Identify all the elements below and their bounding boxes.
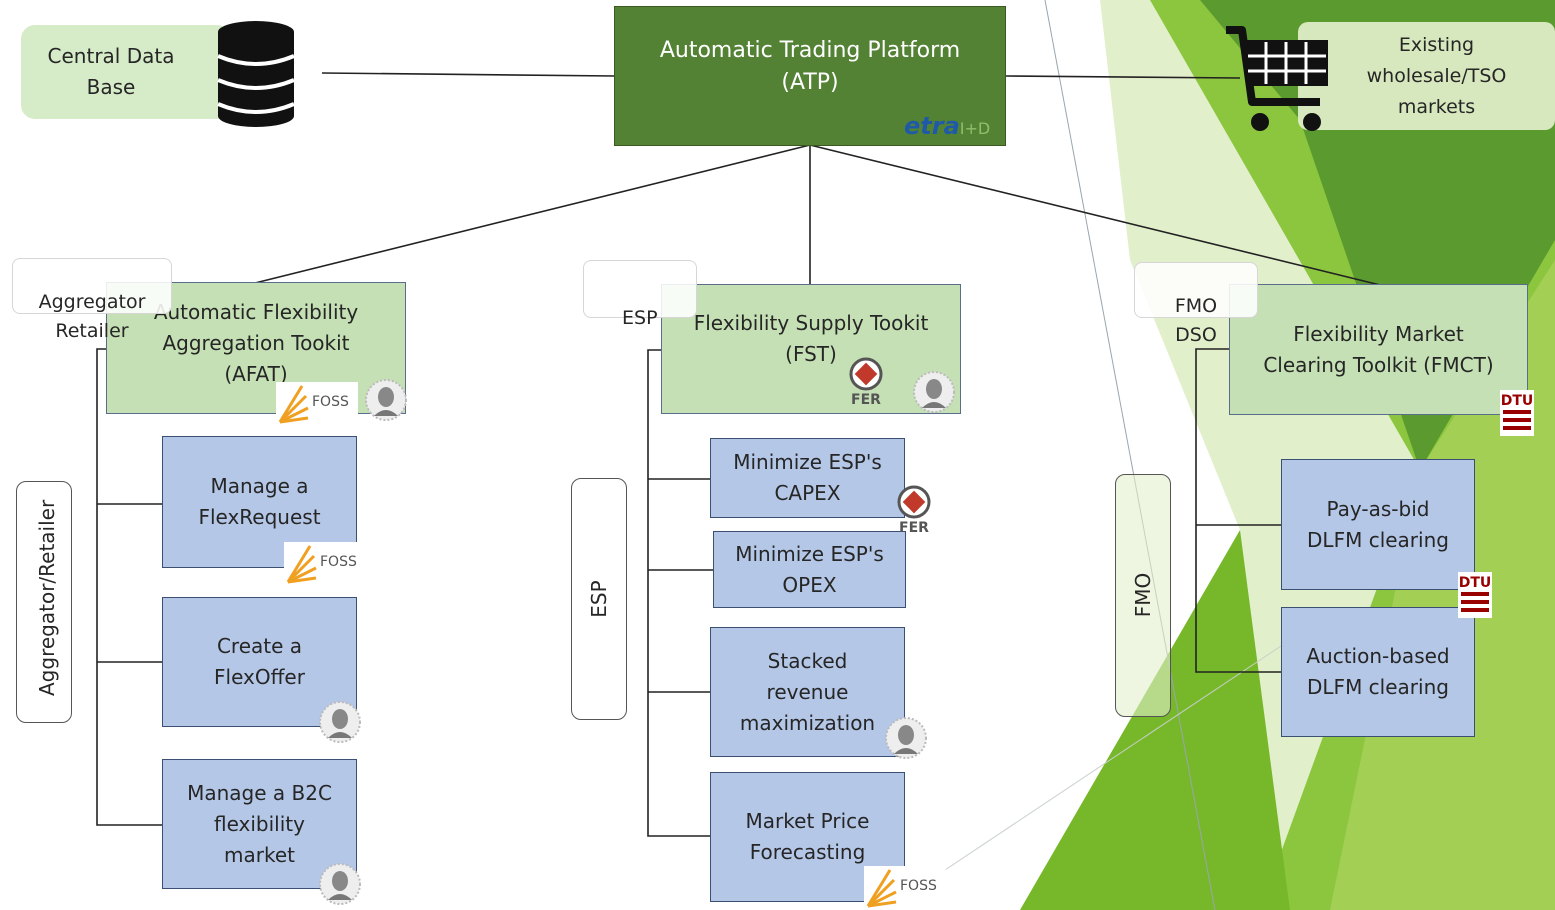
task-manage-b2c-market-label: Manage a B2C flexibility market bbox=[187, 780, 332, 867]
svg-text:FOSS: FOSS bbox=[900, 878, 937, 894]
task-minimize-opex-label: Minimize ESP's OPEX bbox=[735, 541, 884, 597]
svg-text:FER: FER bbox=[851, 392, 881, 406]
task-minimize-opex: Minimize ESP's OPEX bbox=[713, 531, 906, 608]
task-market-price-forecasting-label: Market Price Forecasting bbox=[745, 809, 870, 864]
afat-role-tag-label: Aggregator Retailer bbox=[38, 291, 146, 342]
central-database-box: Central Data Base bbox=[21, 25, 231, 119]
atp-label: Automatic Trading Platform (ATP) bbox=[659, 38, 961, 95]
task-stacked-revenue-label: Stacked revenue maximization bbox=[739, 648, 876, 735]
fmct-role-tag-label: FMO DSO bbox=[1174, 295, 1218, 346]
task-pay-as-bid-label: Pay-as-bid DLFM clearing bbox=[1307, 496, 1449, 552]
markets-label: Existing wholesale/TSO markets bbox=[1366, 33, 1507, 118]
svg-text:FOSS: FOSS bbox=[320, 554, 357, 570]
task-manage-b2c-market: Manage a B2C flexibility market bbox=[162, 759, 357, 889]
task-create-flexoffer-label: Create a FlexOffer bbox=[214, 634, 305, 689]
task-stacked-revenue: Stacked revenue maximization bbox=[710, 627, 905, 757]
fmct-toolkit-label: Flexibility Market Clearing Toolkit (FMC… bbox=[1263, 321, 1494, 377]
fmct-toolkit-box: Flexibility Market Clearing Toolkit (FMC… bbox=[1229, 284, 1528, 415]
fst-role-tag-label: ESP bbox=[622, 307, 658, 329]
bg-thin-line bbox=[1044, 0, 1216, 910]
foss-logo: FOSS bbox=[864, 866, 946, 910]
aggregator-side-pill bbox=[16, 481, 72, 723]
university-seal-icon bbox=[885, 717, 927, 759]
university-seal-icon bbox=[319, 701, 361, 743]
etra-logo-main: etra bbox=[904, 112, 960, 140]
fmct-role-tag: FMO DSO bbox=[1134, 262, 1258, 346]
fer-logo: FER bbox=[849, 357, 883, 406]
university-seal-icon bbox=[319, 863, 361, 905]
esp-side-pill bbox=[571, 478, 627, 720]
svg-text:DTU: DTU bbox=[1459, 575, 1492, 591]
etra-logo: etraI+D bbox=[904, 112, 990, 140]
central-database-label: Central Data Base bbox=[47, 44, 175, 99]
task-minimize-capex: Minimize ESP's CAPEX bbox=[710, 438, 905, 518]
task-pay-as-bid: Pay-as-bid DLFM clearing bbox=[1281, 459, 1475, 590]
svg-text:DTU: DTU bbox=[1501, 393, 1534, 409]
task-auction-based-label: Auction-based DLFM clearing bbox=[1306, 644, 1450, 699]
university-seal-icon bbox=[365, 379, 407, 421]
afat-role-tag: Aggregator Retailer bbox=[12, 258, 172, 342]
fst-toolkit-box: Flexibility Supply Tookit (FST) bbox=[661, 284, 961, 414]
markets-box: Existing wholesale/TSO markets bbox=[1298, 22, 1555, 130]
fer-logo: FER bbox=[897, 485, 931, 534]
atp-root-box: Automatic Trading Platform (ATP) bbox=[614, 6, 1006, 146]
svg-text:FOSS: FOSS bbox=[312, 394, 349, 410]
database-icon bbox=[217, 21, 295, 127]
task-auction-based: Auction-based DLFM clearing bbox=[1281, 607, 1475, 737]
dtu-logo: DTU bbox=[1500, 390, 1534, 436]
fst-toolkit-label: Flexibility Supply Tookit (FST) bbox=[693, 311, 929, 366]
connector-lines bbox=[96, 72, 1381, 837]
task-manage-flexrequest-label: Manage a FlexRequest bbox=[198, 474, 321, 529]
university-seal-icon bbox=[913, 371, 955, 413]
bg-thin-line-2 bbox=[929, 639, 1291, 881]
dtu-logo: DTU bbox=[1458, 572, 1492, 618]
fmo-side-pill bbox=[1115, 474, 1171, 717]
task-minimize-capex-label: Minimize ESP's CAPEX bbox=[733, 450, 882, 505]
shopping-cart-icon bbox=[1226, 26, 1328, 131]
aggregator-side-label: Aggregator/Retailer bbox=[35, 499, 59, 696]
afat-toolkit-label: Automatic Flexibility Aggregation Tookit… bbox=[153, 299, 359, 386]
task-create-flexoffer: Create a FlexOffer bbox=[162, 597, 357, 727]
bg-accent-shape bbox=[1020, 530, 1290, 910]
foss-logo: FOSS bbox=[284, 542, 366, 586]
fmo-side-label: FMO bbox=[1131, 572, 1155, 618]
etra-logo-suffix: I+D bbox=[959, 119, 991, 138]
esp-side-label: ESP bbox=[587, 580, 611, 618]
svg-text:FER: FER bbox=[899, 520, 929, 534]
fst-role-tag: ESP bbox=[583, 260, 697, 329]
foss-logo: FOSS bbox=[276, 382, 358, 426]
